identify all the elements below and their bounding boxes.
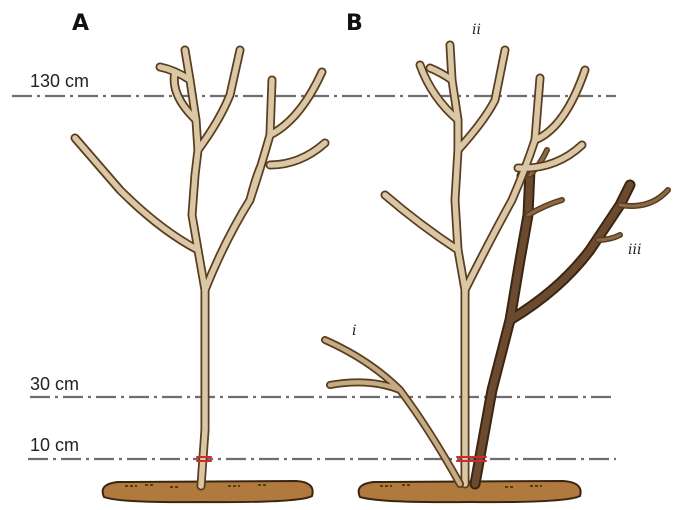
tree-b [325, 45, 668, 484]
tree-a [75, 50, 325, 486]
height-label-10: 10 cm [30, 435, 79, 455]
branch-label-i: i [352, 323, 356, 339]
height-label-130: 130 cm [30, 71, 89, 91]
branch-label-ii: ii [472, 22, 481, 38]
panel-letter-a: A [72, 11, 89, 36]
soil-a [103, 481, 313, 502]
branch-label-iii: iii [628, 242, 641, 258]
height-label-30: 30 cm [30, 374, 79, 394]
panel-letter-b: B [346, 11, 363, 36]
